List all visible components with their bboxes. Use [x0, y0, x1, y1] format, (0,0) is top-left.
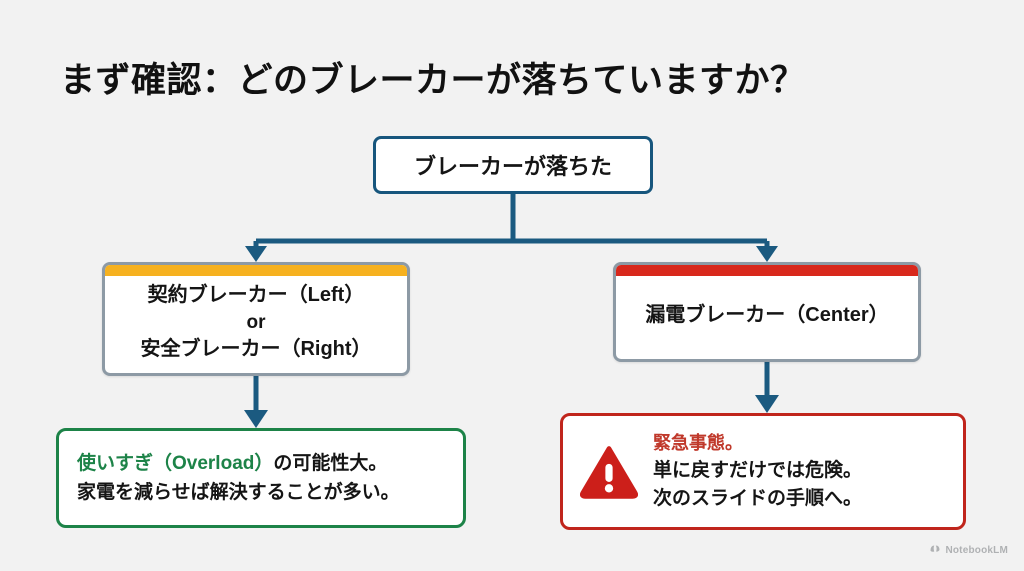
- outcome-overload-line2: 家電を減らせば解決することが多い。: [77, 482, 400, 503]
- node-contract-safety-breaker[interactable]: 契約ブレーカー（Left） or 安全ブレーカー（Right）: [102, 262, 410, 376]
- outcome-emergency-line2: 単に戻すだけでは危険。: [653, 459, 863, 481]
- outcome-overload[interactable]: 使いすぎ（Overload）の可能性大。 家電を減らせば解決することが多い。: [56, 428, 466, 528]
- outcome-emergency-accent: 緊急事態。: [653, 433, 743, 454]
- outcome-emergency[interactable]: 緊急事態。 単に戻すだけでは危険。 次のスライドの手順へ。: [560, 413, 966, 530]
- arrowhead-right-branch: [756, 246, 778, 262]
- outcome-overload-line1-rest: の可能性大。: [273, 452, 388, 474]
- arrowhead-red-outcome: [755, 395, 779, 413]
- node-right-line1: 漏電ブレーカー（Center）: [645, 304, 889, 327]
- node-right-color-strip: [616, 265, 918, 276]
- node-right-body: 漏電ブレーカー（Center）: [635, 288, 898, 336]
- node-breaker-tripped[interactable]: ブレーカーが落ちた: [373, 136, 653, 194]
- node-earth-leakage-breaker[interactable]: 漏電ブレーカー（Center）: [613, 262, 921, 362]
- outcome-overload-text: 使いすぎ（Overload）の可能性大。 家電を減らせば解決することが多い。: [77, 449, 400, 508]
- node-left-line2: or: [246, 311, 266, 333]
- arrowhead-green-outcome: [244, 410, 268, 428]
- node-left-line1: 契約ブレーカー（Left）: [147, 284, 365, 307]
- node-left-body: 契約ブレーカー（Left） or 安全ブレーカー（Right）: [130, 268, 381, 369]
- outcome-emergency-text: 緊急事態。 単に戻すだけでは危険。 次のスライドの手順へ。: [653, 430, 862, 513]
- node-root-label: ブレーカーが落ちた: [413, 154, 612, 179]
- outcome-overload-line1: 使いすぎ（Overload）の可能性大。: [77, 449, 400, 478]
- page-title: まず確認：どのブレーカーが落ちていますか？: [60, 61, 806, 100]
- outcome-emergency-line3: 次のスライドの手順へ。: [653, 487, 863, 509]
- notebooklm-watermark-label: NotebookLM: [945, 544, 1008, 556]
- warning-triangle-icon: [579, 444, 639, 500]
- arrowhead-left-branch: [245, 246, 267, 262]
- node-left-color-strip: [105, 265, 407, 276]
- notebooklm-watermark: NotebookLM: [929, 541, 1008, 559]
- node-left-line3: 安全ブレーカー（Right）: [140, 338, 372, 361]
- outcome-overload-accent: 使いすぎ（Overload）: [77, 452, 274, 474]
- notebooklm-logo-icon: [929, 541, 941, 559]
